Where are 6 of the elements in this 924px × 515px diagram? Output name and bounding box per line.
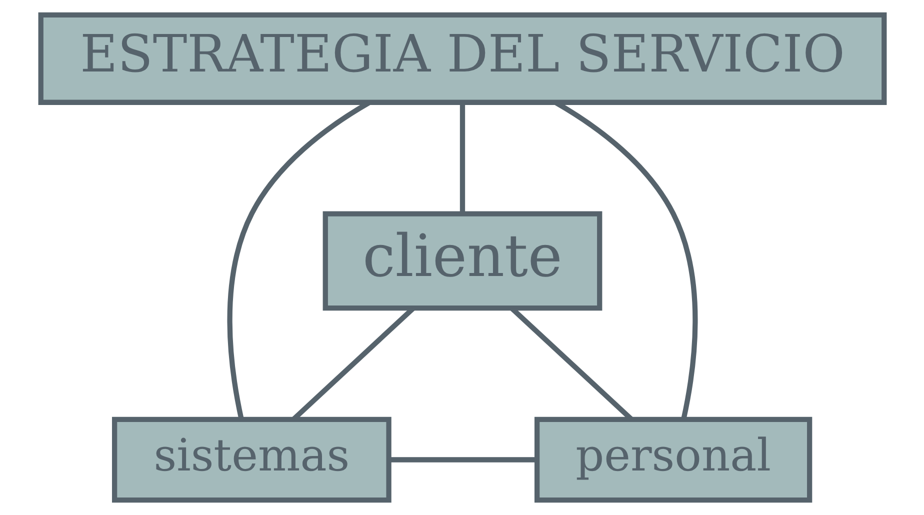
- node-box: personal: [534, 416, 812, 503]
- node-box: cliente: [322, 211, 602, 311]
- node-box: ESTRATEGIA DEL SERVICIO: [38, 12, 886, 105]
- connector: [388, 457, 536, 462]
- connector: [459, 102, 465, 214]
- node-box: sistemas: [112, 416, 391, 503]
